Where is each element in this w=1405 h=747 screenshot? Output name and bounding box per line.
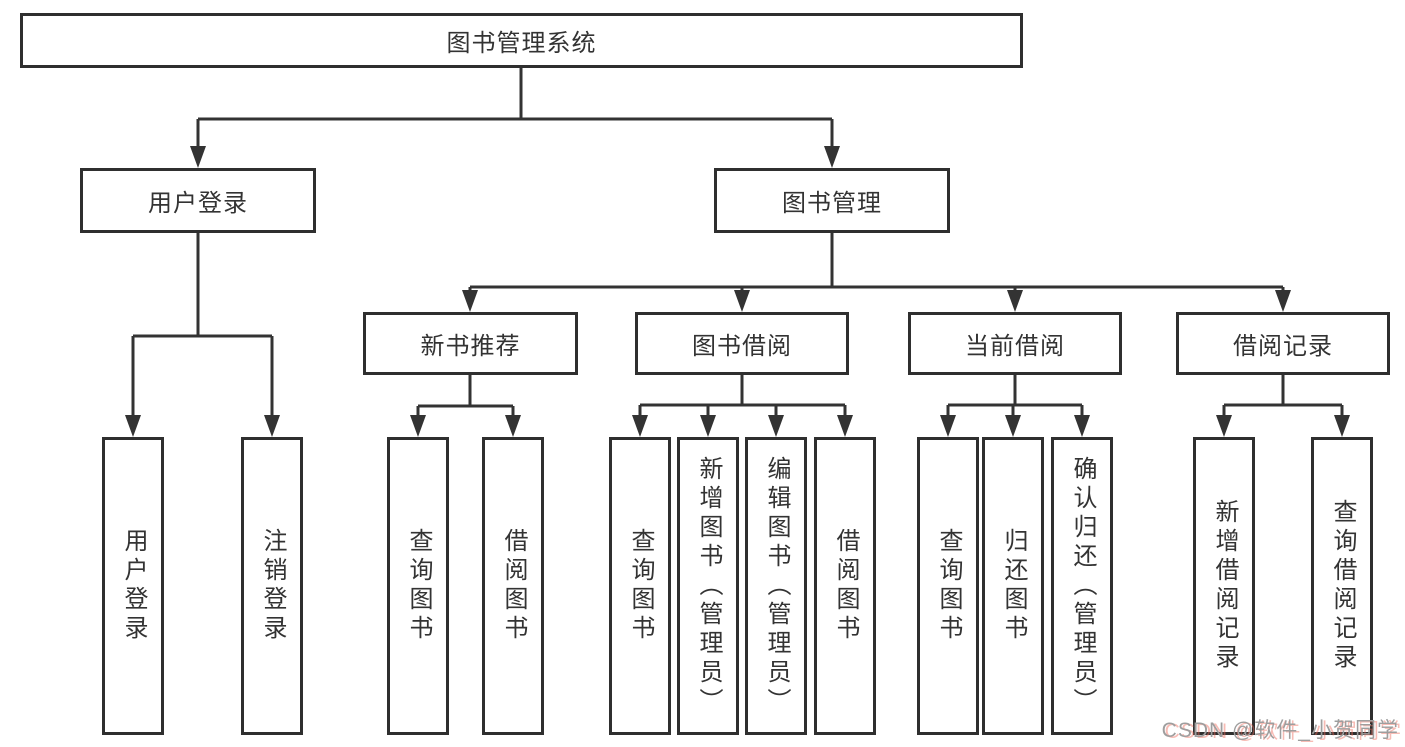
arrowhead-icons xyxy=(125,146,1350,437)
leaf-add-book-admin: 新增图书（管理员） xyxy=(677,437,739,735)
node-root-label: 图书管理系统 xyxy=(446,30,597,57)
connector-borrow-to-leaves xyxy=(638,375,847,425)
connector-root-to-level2 xyxy=(196,68,834,156)
csdn-watermark: CSDN @软件_小贺同学 xyxy=(1161,719,1399,742)
leaf-borrow-book-label: 借阅图书 xyxy=(832,528,859,644)
leaf-add-book-admin-label: 新增图书（管理员） xyxy=(695,455,722,717)
leaf-current-query-book-label: 查询图书 xyxy=(935,528,962,644)
leaf-query-borrow-record: 查询借阅记录 xyxy=(1311,437,1373,735)
connector-mgmt-to-level3 xyxy=(468,233,1285,300)
leaf-return-book: 归还图书 xyxy=(982,437,1044,735)
node-user-login-label: 用户登录 xyxy=(148,190,248,217)
node-user-login: 用户登录 xyxy=(80,168,316,233)
node-current-borrow-label: 当前借阅 xyxy=(965,333,1065,360)
connector-records-to-leaves xyxy=(1222,375,1344,425)
leaf-return-book-label: 归还图书 xyxy=(1000,528,1027,644)
node-borrow-records: 借阅记录 xyxy=(1176,312,1390,375)
leaf-edit-book-admin-label: 编辑图书（管理员） xyxy=(763,455,790,717)
leaf-user-login-label: 用户登录 xyxy=(120,528,147,644)
leaf-newbook-borrow-book-label: 借阅图书 xyxy=(500,528,527,644)
node-new-book-recommend: 新书推荐 xyxy=(363,312,578,375)
node-book-borrow-label: 图书借阅 xyxy=(692,333,792,360)
leaf-confirm-return-admin: 确认归还（管理员） xyxy=(1051,437,1113,735)
node-borrow-records-label: 借阅记录 xyxy=(1233,333,1333,360)
leaf-newbook-query-book-label: 查询图书 xyxy=(405,528,432,644)
leaf-newbook-query-book: 查询图书 xyxy=(387,437,449,735)
leaf-edit-book-admin: 编辑图书（管理员） xyxy=(745,437,807,735)
connector-login-to-leaves xyxy=(131,233,274,425)
leaf-logout: 注销登录 xyxy=(241,437,303,735)
node-book-management-label: 图书管理 xyxy=(782,190,882,217)
node-book-management: 图书管理 xyxy=(714,168,950,233)
node-current-borrow: 当前借阅 xyxy=(908,312,1122,375)
leaf-borrow-query-book-label: 查询图书 xyxy=(627,528,654,644)
leaf-query-borrow-record-label: 查询借阅记录 xyxy=(1329,499,1356,673)
leaf-borrow-query-book: 查询图书 xyxy=(609,437,671,735)
leaf-newbook-borrow-book: 借阅图书 xyxy=(482,437,544,735)
leaf-confirm-return-admin-label: 确认归还（管理员） xyxy=(1069,455,1096,717)
node-new-book-recommend-label: 新书推荐 xyxy=(420,333,521,360)
connector-newbook-to-leaves xyxy=(416,375,515,425)
leaf-borrow-book: 借阅图书 xyxy=(814,437,876,735)
leaf-current-query-book: 查询图书 xyxy=(917,437,979,735)
node-root-library-system: 图书管理系统 xyxy=(20,13,1023,68)
node-book-borrow: 图书借阅 xyxy=(635,312,849,375)
leaf-logout-label: 注销登录 xyxy=(259,528,286,644)
leaf-user-login: 用户登录 xyxy=(102,437,164,735)
leaf-add-borrow-record-label: 新增借阅记录 xyxy=(1211,499,1238,673)
leaf-add-borrow-record: 新增借阅记录 xyxy=(1193,437,1255,735)
